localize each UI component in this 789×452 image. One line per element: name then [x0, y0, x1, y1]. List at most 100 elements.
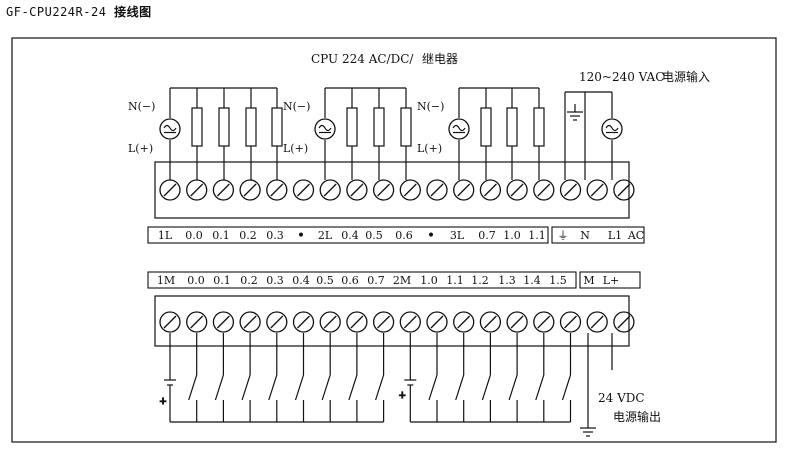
output-terminal-label: 0.4: [341, 229, 359, 242]
input-terminal-label: 0.4: [292, 274, 310, 287]
input-screw-7: [346, 311, 368, 333]
input-terminal-label: 0.7: [367, 274, 385, 287]
input-screw-17: [613, 311, 635, 333]
input-screw-6: [319, 311, 341, 333]
output-screw-14: [533, 179, 555, 201]
load-resistor: [480, 107, 492, 147]
power-terminal-label: ⏚: [558, 229, 569, 242]
output-screw-3: [239, 179, 261, 201]
input-terminal-label: 1.2: [471, 274, 489, 287]
ac-source-icon: [159, 118, 181, 140]
output-terminal-label: 0.5: [365, 229, 383, 242]
cpu-model-label: CPU 224 AC/DC/: [311, 52, 414, 66]
input-terminal-label: 2M: [393, 274, 411, 287]
switch-icon: [428, 374, 438, 401]
neutral-label: N(−): [128, 100, 155, 113]
switch-icon: [561, 374, 572, 401]
switch-icon: [375, 374, 385, 401]
input-wiring: ++: [159, 333, 613, 437]
switch-icon: [348, 374, 358, 401]
output-terminal-label: •: [297, 228, 305, 244]
sensor-power-terminal-label: M: [583, 274, 594, 287]
switch-icon: [508, 374, 518, 401]
neutral-label: N(−): [417, 100, 444, 113]
input-terminal-label: 1.4: [523, 274, 541, 287]
sensor-power-label-box: [579, 271, 641, 289]
output-screw-8: [372, 179, 395, 201]
input-terminal-label: 0.0: [187, 274, 205, 287]
output-screw-17: [613, 179, 635, 201]
input-screw-12: [479, 311, 502, 333]
load-resistor: [245, 107, 257, 147]
output-screw-4: [266, 179, 288, 201]
switch-icon: [241, 374, 251, 401]
input-label-box: [147, 271, 577, 289]
output-screw-9: [399, 179, 421, 201]
output-terminal-label: 1.1: [528, 229, 546, 242]
input-screw-15: [559, 311, 582, 333]
neutral-label: N(−): [283, 100, 310, 113]
input-terminal-label: 1.1: [446, 274, 464, 287]
output-terminal-label: 0.7: [478, 229, 496, 242]
output-screw-13: [506, 179, 528, 201]
input-screws: [159, 311, 635, 333]
output-terminal-label: 0.3: [266, 229, 284, 242]
output-screw-12: [479, 179, 502, 201]
load-resistor: [271, 107, 283, 147]
input-terminal-label: 0.6: [341, 274, 359, 287]
sensor-supply-voltage: 24 VDC: [598, 391, 645, 405]
switch-icon: [481, 374, 491, 401]
output-screw-15: [559, 179, 582, 201]
line-label: L(+): [417, 142, 442, 155]
input-screw-3: [239, 311, 261, 333]
input-terminal-label: 1.5: [549, 274, 567, 287]
output-terminal-label: 0.0: [185, 229, 203, 242]
power-input-range: 120~240 VAC: [579, 70, 664, 84]
diagram-name: 接线图: [114, 5, 152, 19]
load-resistor: [533, 107, 545, 147]
input-terminal-label: 1M: [157, 274, 175, 287]
phase-labels: N(−) L(+) N(−) L(+) N(−) L(+): [128, 100, 444, 155]
battery-plus-label: +: [399, 391, 407, 401]
output-terminal-label: 2L: [318, 229, 333, 242]
page-title: GF-CPU224R-24 接线图: [6, 3, 152, 20]
output-screw-11: [453, 179, 475, 201]
line-label: L(+): [283, 142, 308, 155]
header-row: CPU 224 AC/DC/ 继电器 120~240 VAC 电源输入: [311, 52, 710, 84]
line-label: L(+): [128, 142, 153, 155]
switch-icon: [321, 374, 331, 401]
load-resistor: [373, 107, 385, 147]
output-terminal-label: 0.2: [239, 229, 257, 242]
power-terminal-label: AC: [627, 229, 644, 242]
input-terminal-label: 0.1: [213, 274, 231, 287]
ac-source-icon: [448, 118, 470, 140]
output-screw-16: [586, 179, 608, 201]
input-screw-2: [212, 311, 235, 333]
output-screw-5: [292, 179, 315, 201]
relay-type-label: 继电器: [422, 52, 458, 66]
input-screw-14: [533, 311, 555, 333]
power-terminal-label: L1: [608, 229, 622, 242]
switch-icon: [294, 374, 305, 401]
output-screw-0: [159, 179, 181, 201]
input-screw-9: [399, 311, 421, 333]
battery-plus-label: +: [159, 397, 167, 407]
switch-icon: [455, 374, 465, 401]
output-label-box: [147, 226, 549, 244]
power-input-source-icon: [601, 118, 623, 140]
power-terminal-label: N: [580, 229, 590, 242]
switch-icon: [268, 374, 278, 401]
input-screw-0: [159, 311, 181, 333]
input-terminal-label: 0.3: [266, 274, 284, 287]
switch-icon: [188, 374, 198, 401]
diagram-code: GF-CPU224R-24: [6, 5, 107, 19]
input-terminal-label: 1.0: [420, 274, 438, 287]
load-resistor: [218, 107, 230, 147]
output-terminal-label: 0.6: [395, 229, 413, 242]
output-wiring: [159, 87, 623, 180]
input-screw-10: [426, 311, 448, 333]
output-terminal-label: 1L: [158, 229, 173, 242]
input-screw-13: [506, 311, 528, 333]
